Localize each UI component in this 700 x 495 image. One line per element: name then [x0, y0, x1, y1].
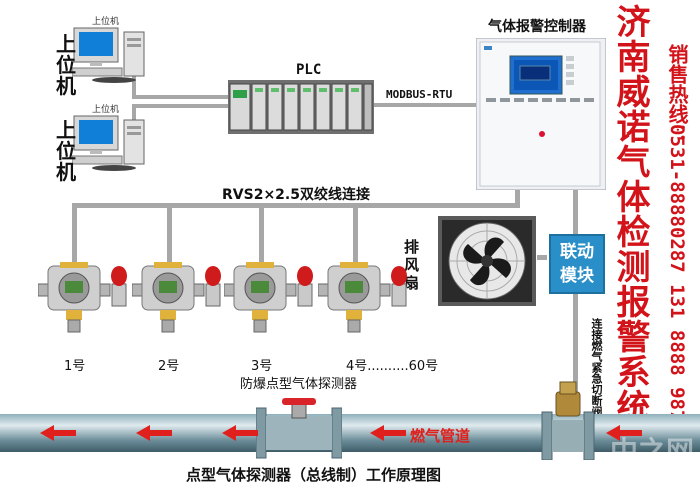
pc-small-label: 上位机: [92, 105, 120, 115]
pc-small-label: 上位机: [92, 17, 120, 27]
pc-2: 上位机: [50, 102, 145, 172]
pc-2-label: 上位机: [56, 118, 76, 184]
hotline-number: 0531-88880287 131 8888 9873: [666, 124, 688, 433]
pipe-hand-valve: [256, 398, 342, 459]
gas-detector-4: [318, 262, 407, 333]
wire-fan-module: [537, 255, 547, 260]
watermark: 中之网: [610, 435, 695, 468]
wire-drop-3: [259, 203, 264, 263]
gas-detector-1: [38, 262, 127, 333]
plc-label: PLC: [296, 62, 322, 78]
flow-arrow-4: [370, 425, 410, 441]
flow-arrow-5: [606, 425, 646, 441]
wire-module-valve: [573, 293, 578, 393]
detector-number-3: 3号: [251, 359, 273, 374]
gas-detector-2: [132, 262, 221, 333]
flow-arrow-3: [222, 425, 262, 441]
linkage-module-label: 联动模块: [560, 242, 594, 286]
wire-pc1-plc-h: [132, 95, 230, 99]
wire-drop-2: [167, 203, 172, 263]
flow-arrow-2: [136, 425, 176, 441]
emergency-shutoff-valve: [541, 381, 595, 460]
detector-number-4-60: 4号..........60号: [346, 359, 439, 374]
exhaust-fan: [438, 216, 536, 306]
wire-bus-top: [72, 203, 519, 208]
linkage-module: 联动模块: [549, 234, 605, 294]
controller-label: 气体报警控制器: [488, 19, 586, 35]
gas-detector-3: [224, 262, 313, 333]
valve-label: 连接燃气紧急切断阀: [590, 318, 603, 417]
company-title: 济南威诺气体检测报警系统: [610, 4, 650, 424]
wire-drop-4: [353, 203, 358, 263]
plc-rack: [228, 80, 374, 134]
pc-1-label: 上位机: [56, 32, 76, 98]
detector-number-2: 2号: [158, 359, 180, 374]
detector-caption: 防爆点型气体探测器: [240, 377, 358, 392]
bottom-caption: 点型气体探测器（总线制）工作原理图: [186, 466, 442, 484]
computer-icon: [72, 27, 145, 83]
wire-bus-left: [72, 203, 77, 263]
wire-pc2-plc: [132, 104, 230, 108]
detector-number-1: 1号: [64, 359, 86, 374]
flow-arrow-1: [40, 425, 80, 441]
wire-bus-right: [515, 188, 520, 208]
pc-1: 上位机: [50, 14, 145, 84]
computer-icon: [72, 115, 145, 171]
hotline-label: 销售热线：: [665, 44, 689, 144]
bus-label: RVS2×2.5双绞线连接: [222, 187, 370, 203]
wire-controller-module: [573, 188, 578, 238]
gas-alarm-controller: [476, 38, 606, 190]
wire-plc-controller: [370, 103, 476, 107]
pipe-label: 燃气管道: [410, 427, 471, 445]
modbus-label: MODBUS-RTU: [386, 88, 453, 101]
fan-label: 排风扇: [404, 238, 420, 292]
